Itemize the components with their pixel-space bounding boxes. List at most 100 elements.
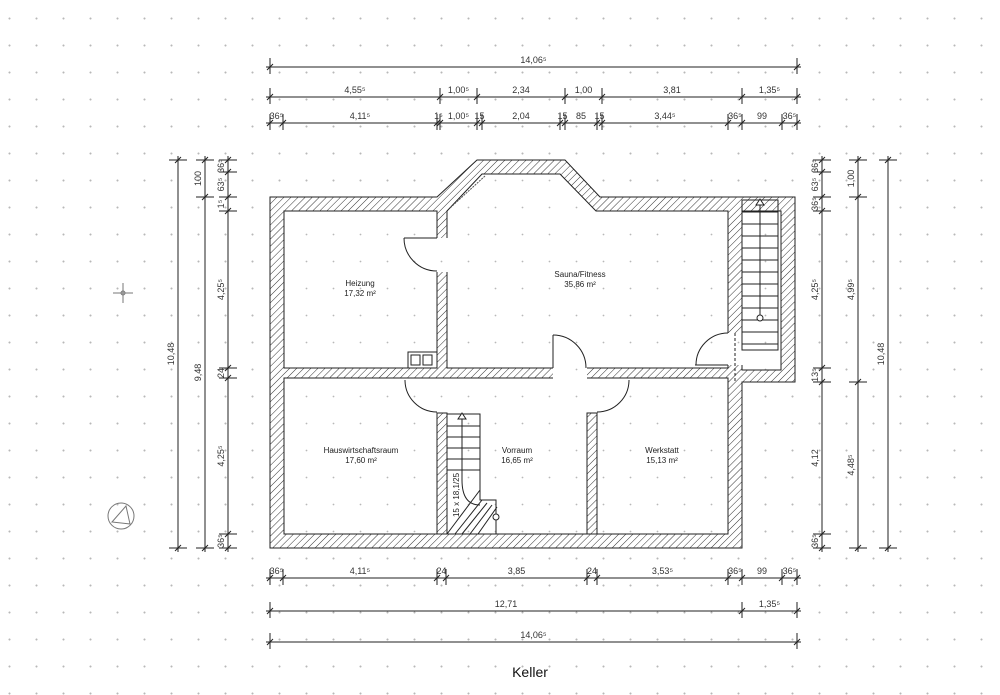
dim-tick xyxy=(561,93,569,101)
dim-tick xyxy=(224,364,232,372)
dim-label: 4,12 xyxy=(810,449,820,467)
dim-label: 1,00 xyxy=(846,170,856,188)
room-area-hauswirtschaft: 17,60 m² xyxy=(345,456,377,465)
dim-label: 36⁵ xyxy=(270,111,284,121)
dim-label: 1⁵ xyxy=(216,199,226,208)
interior-wall-left xyxy=(436,412,448,535)
dim-tick xyxy=(793,93,801,101)
dim-tick xyxy=(818,168,826,176)
dim-tick xyxy=(884,544,892,552)
dim-label: 4,11⁵ xyxy=(350,566,371,576)
dim-tick xyxy=(266,607,274,615)
dim-label: 36⁵ xyxy=(810,159,820,173)
dim-label: 3,44⁵ xyxy=(654,111,676,121)
dim-tick xyxy=(266,119,274,127)
dim-tick xyxy=(818,378,826,386)
room-area-vorraum: 16,65 m² xyxy=(501,456,533,465)
dim-tick xyxy=(598,93,606,101)
dim-label: 3,85 xyxy=(508,566,526,576)
dim-tick xyxy=(478,119,486,127)
interior-wall-right xyxy=(586,412,598,535)
dim-label: 63⁵ xyxy=(810,177,820,191)
dim-label: 36⁵ xyxy=(783,566,797,576)
room-name-heizung: Heizung xyxy=(345,279,374,288)
stair-tread xyxy=(454,499,483,535)
dim-label: 4,25⁵ xyxy=(216,445,226,467)
dim-tick xyxy=(818,364,826,372)
dim-tick xyxy=(598,119,606,127)
door-sauna xyxy=(552,334,587,369)
stair-annex-area xyxy=(741,210,782,371)
dim-tick xyxy=(201,156,209,164)
dim-label: 4,25⁵ xyxy=(216,279,226,301)
dim-tick xyxy=(224,374,232,382)
dim-label: 85 xyxy=(576,111,586,121)
stair-tread xyxy=(461,502,488,535)
heizung-area xyxy=(283,210,438,369)
dim-tick xyxy=(436,119,444,127)
dim-label: 1,00⁵ xyxy=(448,85,470,95)
dim-label: 4,99⁵ xyxy=(846,279,856,301)
stair-start-marker xyxy=(492,513,500,521)
dim-tick xyxy=(224,207,232,215)
dim-label: 4,55⁵ xyxy=(344,85,366,95)
dim-tick xyxy=(433,119,441,127)
dim-tick xyxy=(224,193,232,201)
dim-tick xyxy=(224,168,232,176)
door-heizung xyxy=(403,237,438,272)
dim-label: 15 xyxy=(474,111,484,121)
dim-label: 99 xyxy=(757,566,767,576)
dim-tick xyxy=(818,193,826,201)
dim-tick xyxy=(818,156,826,164)
dim-label: 36⁵ xyxy=(270,566,284,576)
dim-tick xyxy=(854,378,862,386)
dim-tick xyxy=(556,119,564,127)
door-werkstatt xyxy=(596,379,630,413)
dim-tick xyxy=(793,574,801,582)
room-labels: Heizung 17,32 m² Sauna/Fitness 35,86 m² … xyxy=(324,270,680,517)
dim-tick xyxy=(818,530,826,538)
room-area-sauna: 35,86 m² xyxy=(564,280,596,289)
dim-label: 36⁵ xyxy=(728,111,742,121)
dim-tick xyxy=(201,193,209,201)
crosshair-icon xyxy=(113,283,133,303)
room-area-heizung: 17,32 m² xyxy=(344,289,376,298)
dim-tick xyxy=(561,119,569,127)
dim-label: 24 xyxy=(587,566,597,576)
dim-tick xyxy=(174,544,182,552)
room-name-sauna: Sauna/Fitness xyxy=(554,270,605,279)
dim-label: 4,48⁵ xyxy=(846,454,856,476)
dim-label: 100 xyxy=(193,171,203,186)
dim-label: 24 xyxy=(436,566,446,576)
dim-label: 2,04 xyxy=(512,111,530,121)
dim-tick xyxy=(738,574,746,582)
dim-tick xyxy=(738,607,746,615)
dim-label: 3,81 xyxy=(663,85,681,95)
dim-tick xyxy=(854,156,862,164)
dim-label: 36⁵ xyxy=(728,566,742,576)
dim-label: 36⁵ xyxy=(783,111,797,121)
dim-label: 4,25⁵ xyxy=(810,279,820,301)
dim-label: 9,48 xyxy=(193,364,203,382)
dim-tick xyxy=(793,607,801,615)
dim-tick xyxy=(224,544,232,552)
dim-tick xyxy=(818,544,826,552)
arrow-up-icon xyxy=(457,412,467,420)
dim-label: 4,11⁵ xyxy=(350,111,371,121)
dim-tick xyxy=(724,574,732,582)
room-area-werkstatt: 15,13 m² xyxy=(646,456,678,465)
dim-tick xyxy=(593,574,601,582)
dim-tick xyxy=(854,544,862,552)
dim-tick xyxy=(433,574,441,582)
door-hauswirtschaft xyxy=(404,379,438,413)
walls xyxy=(269,159,796,549)
dim-tick xyxy=(473,93,481,101)
dim-tick xyxy=(793,63,801,71)
dim-tick xyxy=(224,156,232,164)
dim-tick xyxy=(778,119,786,127)
dim-tick xyxy=(793,119,801,127)
dim-label: 36⁵ xyxy=(810,534,820,548)
dim-tick xyxy=(724,119,732,127)
dim-label: 1,35⁵ xyxy=(759,599,781,609)
